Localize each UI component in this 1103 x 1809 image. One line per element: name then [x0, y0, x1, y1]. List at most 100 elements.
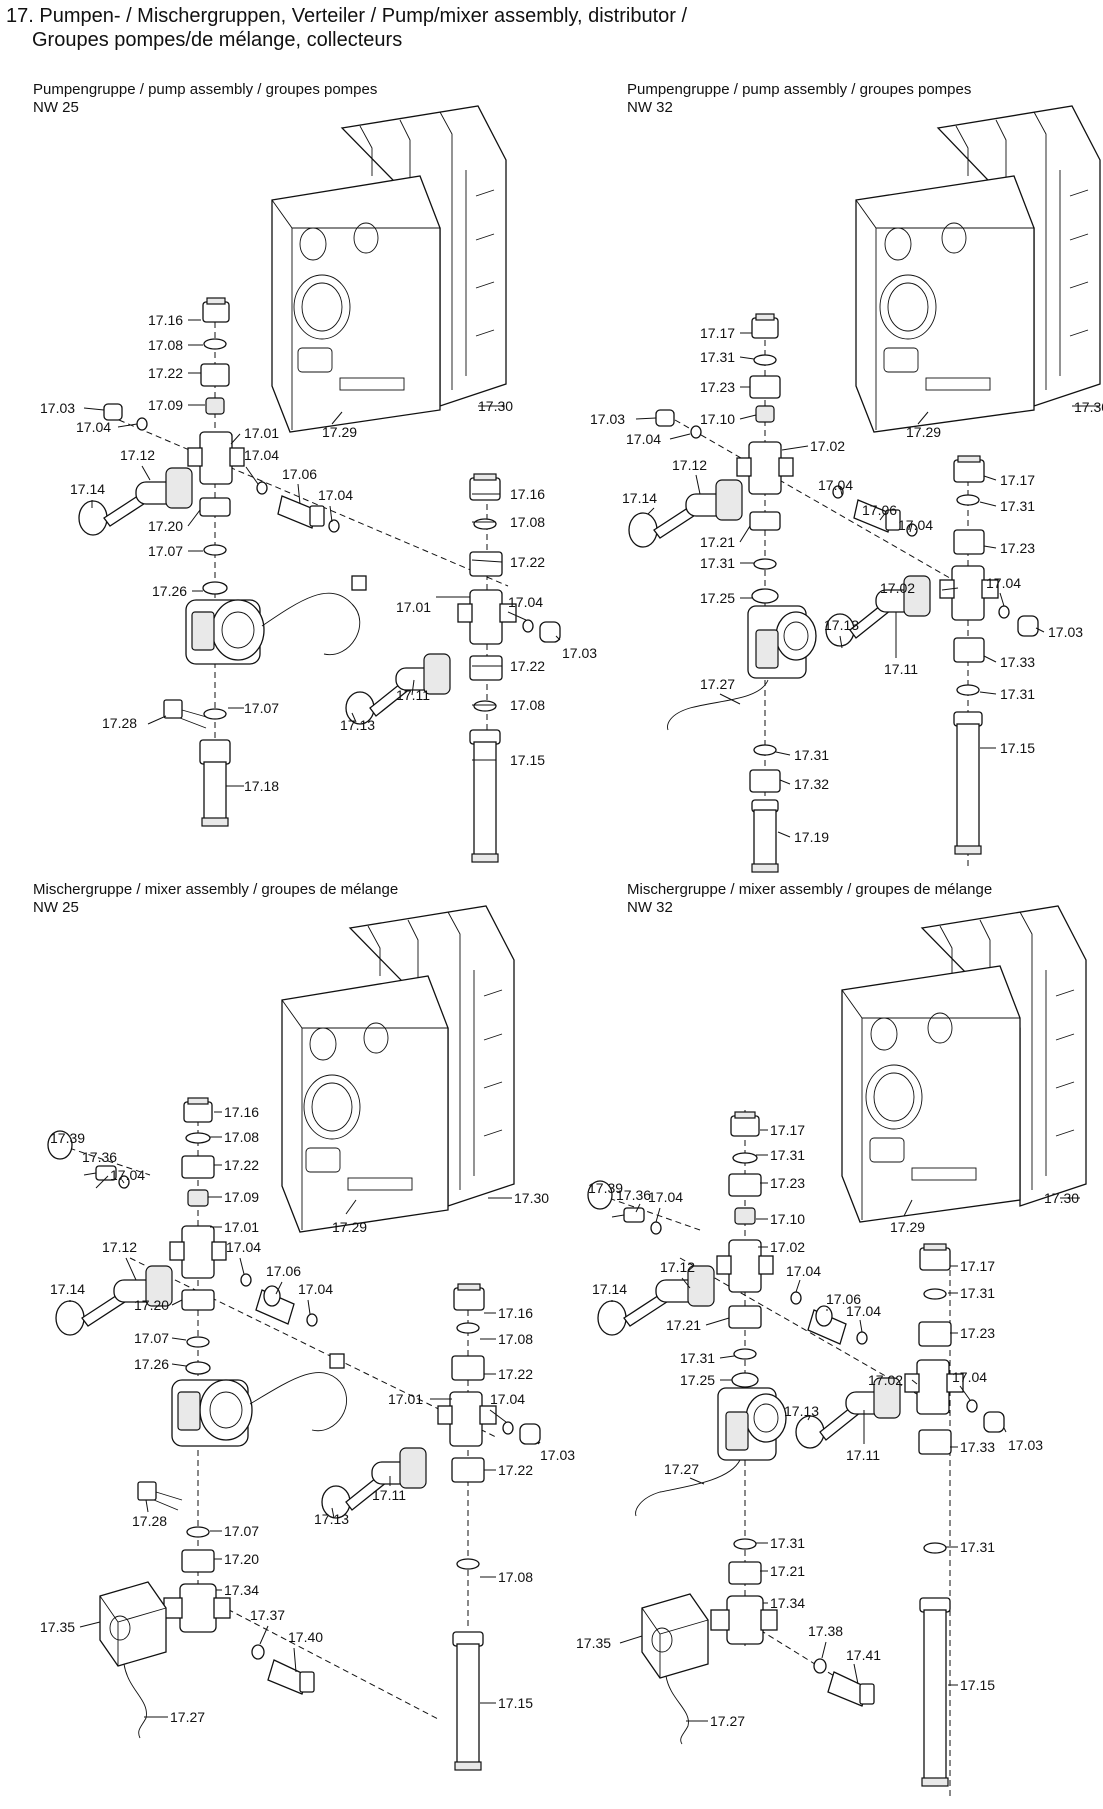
seal-ring [956, 494, 980, 506]
thermometer [628, 479, 743, 548]
circulation-pump [747, 605, 817, 679]
union-nut [183, 1097, 213, 1123]
panel-heading-pump-nw32: Pumpengruppe / pump assembly / groupes p… [627, 81, 971, 117]
callout-label: 17.20 [224, 1551, 259, 1567]
callout-label: 17.17 [700, 325, 735, 341]
callout-label: 17.02 [868, 1372, 903, 1388]
connection-pipe [469, 729, 501, 863]
seal-ring [473, 518, 497, 530]
callout-label: 17.11 [396, 687, 430, 703]
callout-label: 17.06 [266, 1263, 301, 1279]
callout-label: 17.31 [1000, 686, 1035, 702]
callout-label: 17.27 [700, 676, 735, 692]
seal-ring [753, 354, 777, 366]
callout-label: 17.12 [660, 1259, 695, 1275]
pipe-fitting [827, 1671, 875, 1707]
check-valve [755, 405, 775, 423]
callout-label: 17.27 [710, 1713, 745, 1729]
callout-label: 17.08 [498, 1331, 533, 1347]
callout-label: 17.22 [498, 1366, 533, 1382]
callout-label: 17.28 [132, 1513, 167, 1529]
callout-label: 17.29 [332, 1219, 367, 1235]
distributor-body [187, 431, 245, 485]
cable-plug [351, 575, 367, 591]
connection-pipe [751, 799, 779, 873]
seal-ring [202, 581, 228, 595]
callout-label: 17.04 [648, 1189, 683, 1205]
panel-pump-nw32 [628, 105, 1101, 873]
callout-label: 17.04 [952, 1369, 987, 1385]
thermometer [321, 1447, 427, 1519]
callout-label: 17.08 [510, 514, 545, 530]
mixing-valve [710, 1595, 778, 1645]
assembly-axis [129, 1257, 499, 1439]
callout-label: 17.04 [786, 1263, 821, 1279]
callout-label: 17.16 [148, 312, 183, 328]
connection-pipe [199, 739, 231, 827]
union-nut [200, 363, 230, 387]
pipe-fitting [853, 499, 901, 533]
sensor-fitting [611, 1207, 645, 1223]
callout-label: 17.02 [770, 1239, 805, 1255]
panel-heading-text: Mischergruppe / mixer assembly / groupes… [627, 881, 993, 898]
callout-label: 17.31 [770, 1147, 805, 1163]
callout-label: 17.17 [770, 1122, 805, 1138]
panel-heading-text: Mischergruppe / mixer assembly / groupes… [33, 881, 399, 898]
callout-label: 17.09 [148, 397, 183, 413]
callout-label: 17.15 [1000, 740, 1035, 756]
callout-label: 17.18 [244, 778, 279, 794]
callout-label: 17.04 [110, 1167, 145, 1183]
callout-label: 17.40 [288, 1629, 323, 1645]
callout-label: 17.07 [224, 1523, 259, 1539]
callout-label: 17.04 [318, 487, 353, 503]
callout-label: 17.11 [846, 1447, 880, 1463]
callout-label: 17.33 [1000, 654, 1035, 670]
distributor-body [904, 1359, 964, 1415]
callout-label: 17.20 [134, 1297, 169, 1313]
callout-label: 17.27 [664, 1461, 699, 1477]
union-nut [749, 511, 781, 531]
callout-label: 17.10 [770, 1211, 805, 1227]
seal-ring [328, 519, 340, 533]
callout-label: 17.04 [298, 1281, 333, 1297]
cap [47, 1130, 73, 1160]
callout-label: 17.04 [818, 477, 853, 493]
callout-label: 17.13 [340, 717, 375, 733]
union-nut [728, 1173, 762, 1197]
seal-ring [753, 744, 777, 756]
callout-label: 17.09 [224, 1189, 259, 1205]
thermometer [795, 1377, 901, 1449]
seal-ring [956, 684, 980, 696]
callout-label: 17.32 [794, 776, 829, 792]
pipe-fitting [277, 495, 325, 529]
pipe-fitting [255, 1285, 295, 1325]
circulation-pump [717, 1387, 787, 1461]
sensor-plug [137, 1481, 183, 1511]
callout-label: 17.28 [102, 715, 137, 731]
thermometer [597, 1265, 715, 1336]
seal-ring [733, 1538, 757, 1550]
cap [103, 403, 123, 421]
callout-label: 17.08 [510, 697, 545, 713]
callout-label: 17.16 [224, 1104, 259, 1120]
seal-ring [251, 1644, 265, 1660]
callout-label: 17.06 [862, 502, 897, 518]
seal-ring [203, 708, 227, 720]
cap [519, 1423, 541, 1445]
callout-label: 17.31 [960, 1285, 995, 1301]
callout-label: 17.17 [960, 1258, 995, 1274]
panel-size-label: NW 25 [33, 899, 79, 916]
callout-label: 17.08 [148, 337, 183, 353]
callout-label: 17.15 [498, 1695, 533, 1711]
callout-label: 17.21 [666, 1317, 701, 1333]
mixer-actuator [641, 1593, 709, 1679]
callout-label: 17.02 [880, 580, 915, 596]
callout-label: 17.25 [680, 1372, 715, 1388]
callout-label: 17.29 [906, 424, 941, 440]
connection-pipe [953, 711, 983, 855]
union-nut [953, 637, 985, 663]
panel-mixer-nw25 [47, 905, 541, 1771]
callout-label: 17.22 [224, 1157, 259, 1173]
assembly-axis [209, 1599, 441, 1721]
